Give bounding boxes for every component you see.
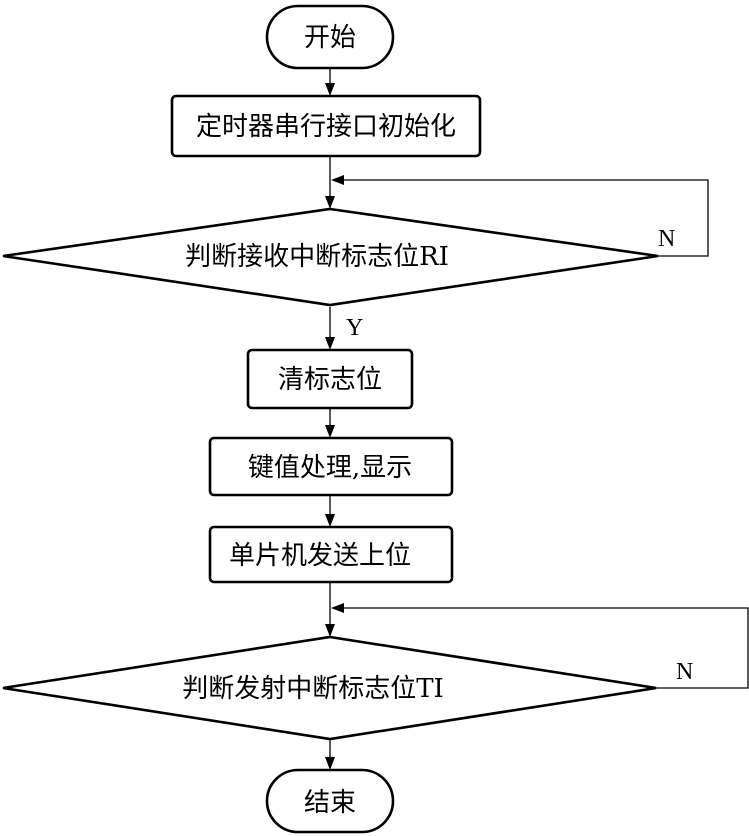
no-label-ti: N <box>676 659 693 685</box>
arrowhead-send <box>325 514 335 527</box>
connectors <box>325 68 749 770</box>
arrowhead-init <box>325 83 335 96</box>
clear-flag-label: 清标志位 <box>278 365 382 395</box>
edge-ri-no-loop <box>336 179 709 257</box>
end-node: 结束 <box>265 768 395 834</box>
key-process-label: 键值处理,显示 <box>248 453 412 483</box>
ti-decision-node: 判断发射中断标志位TI <box>2 635 657 741</box>
arrowhead-ri-loop <box>331 175 344 185</box>
arrowhead-key <box>325 425 335 438</box>
key-process-node: 键值处理,显示 <box>208 436 454 497</box>
edge-ti-no-loop <box>336 607 749 689</box>
send-label: 单片机发送上位 <box>229 541 411 571</box>
arrowhead-ri <box>325 196 335 209</box>
ri-decision-label: 判断接收中断标志位RI <box>185 242 449 272</box>
start-node: 开始 <box>265 4 395 70</box>
arrowhead-end <box>325 757 335 770</box>
arrowhead-ti <box>325 624 335 637</box>
send-node: 单片机发送上位 <box>208 525 454 584</box>
init-label: 定时器串行接口初始化 <box>196 112 456 142</box>
no-label-ri: N <box>658 226 675 252</box>
arrowhead-ti-loop <box>331 603 344 613</box>
arrowhead-clear <box>325 337 335 350</box>
end-label: 结束 <box>304 788 356 818</box>
ti-decision-label: 判断发射中断标志位TI <box>182 674 444 704</box>
init-node: 定时器串行接口初始化 <box>170 94 482 158</box>
yes-label: Y <box>346 315 363 341</box>
start-label: 开始 <box>304 23 356 53</box>
clear-flag-node: 清标志位 <box>246 348 414 410</box>
ri-decision-node: 判断接收中断标志位RI <box>2 207 659 307</box>
